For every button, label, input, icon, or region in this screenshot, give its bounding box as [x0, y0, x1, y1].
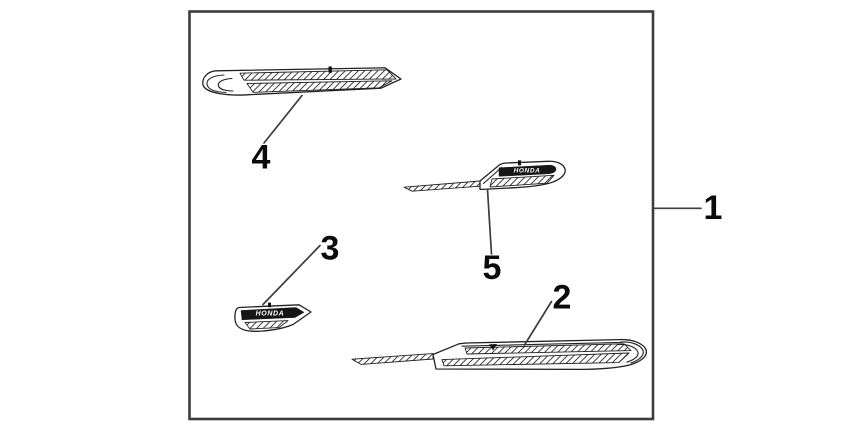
part-3-emblem-band [240, 307, 305, 321]
part-5-slope-line [482, 166, 503, 185]
part-4-left-fold-line-inner [217, 77, 234, 92]
part-2-upper-hatch-band [464, 343, 632, 355]
part-3-hatch-band [244, 320, 289, 330]
part-4-side-garnish-left [202, 66, 402, 96]
callout-label-3: 3 [321, 230, 340, 268]
part-2-top-inner-line [461, 341, 623, 347]
callout-label-5: 5 [483, 249, 502, 287]
honda-emblem-text-part-5: HONDA [514, 168, 541, 175]
leader-line-5 [486, 188, 493, 255]
part-5-front-garnish-right: HONDA [403, 160, 566, 192]
part-2-side-garnish-right [351, 338, 648, 371]
part-4-lower-hatch-band [246, 80, 393, 93]
part-2-alignment-arrow [489, 344, 497, 351]
callout-label-4: 4 [252, 139, 271, 177]
part-4-left-fold-line-outer [206, 74, 227, 94]
part-2-right-fold-line-outer [620, 341, 644, 364]
part-2-tail-strip [351, 353, 434, 365]
leader-line-2 [523, 300, 553, 346]
part-3-front-garnish-left: HONDA [234, 302, 312, 332]
leader-line-4 [263, 94, 303, 144]
leader-line-3 [262, 244, 321, 306]
part-2-right-fold-line-inner [617, 343, 639, 363]
part-2-lower-hatch-band [441, 352, 630, 367]
callout-labels: 1 2 3 4 5 [252, 139, 723, 317]
part-5-emblem-band [498, 164, 557, 177]
part-4-upper-hatch-band [239, 69, 397, 81]
honda-emblem-text-part-3: HONDA [256, 311, 285, 318]
part-4-mounting-tick [328, 66, 332, 73]
part-3-mounting-tick [268, 302, 271, 308]
callout-label-2: 2 [553, 279, 572, 317]
leader-lines [262, 94, 702, 346]
part-5-mounting-tick [518, 160, 521, 166]
callout-label-1: 1 [704, 189, 723, 227]
part-5-hatch-band [489, 174, 555, 188]
